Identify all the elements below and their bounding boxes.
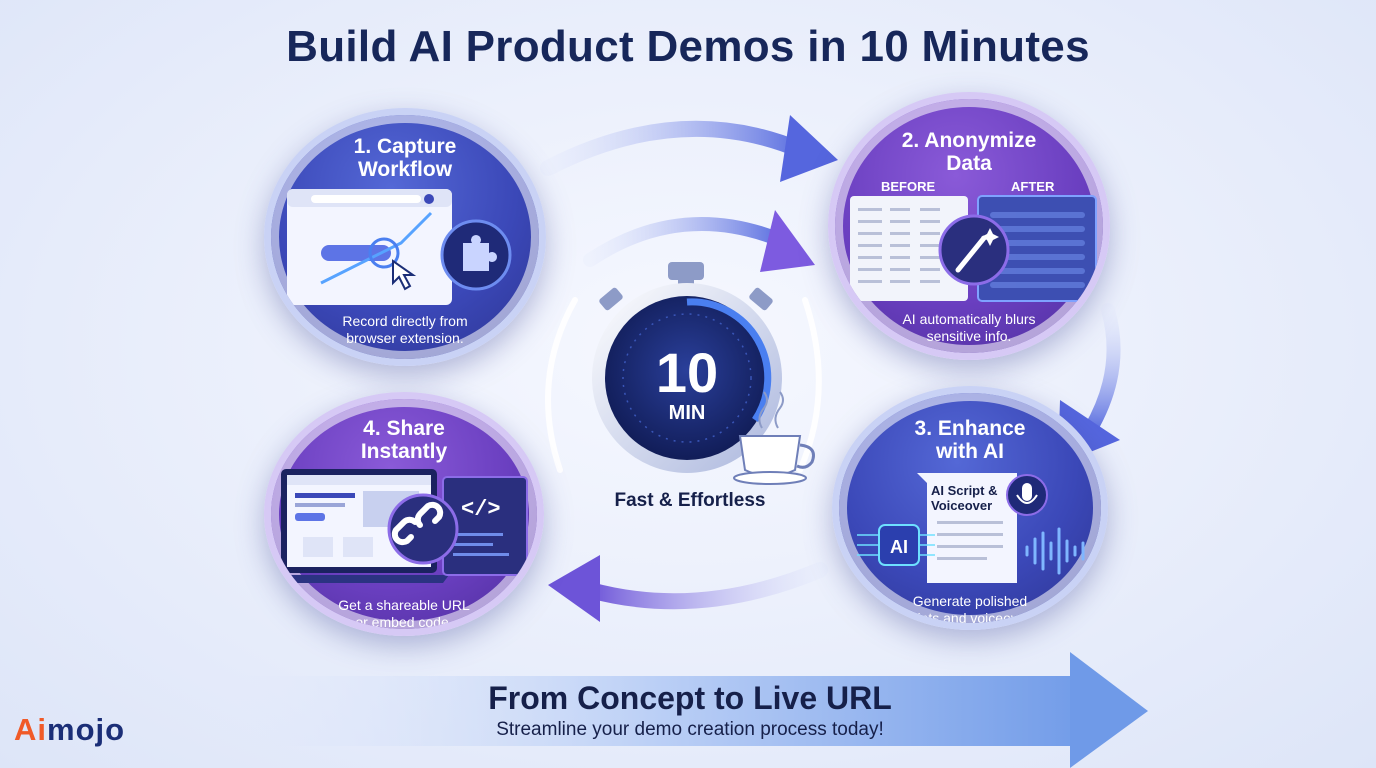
step-4-desc-line2: or embed code.: [355, 614, 453, 630]
timer-number: 10: [655, 341, 719, 404]
step-2-desc-line1: AI automatically blurs: [902, 311, 1036, 327]
step-4-title-line1: 4. Share: [363, 417, 445, 440]
coffee-cup-icon: [733, 391, 815, 485]
step-1-desc-line2: browser extension.: [346, 330, 464, 346]
step-1-title-line1: 1. Capture: [353, 135, 457, 158]
arrow-inner-left: [545, 297, 578, 473]
script-label-line1: AI Script &: [931, 483, 998, 498]
step-2-anonymize-data: 2. Anonymize Data BEFORE AFTER AI automa…: [828, 92, 1110, 360]
banner-title: From Concept to Live URL: [488, 680, 892, 716]
before-label: BEFORE: [881, 179, 936, 194]
script-label-line2: Voiceover: [931, 498, 993, 513]
step-2-title-line1: 2. Anonymize: [901, 129, 1037, 152]
arrow-inner-right: [797, 297, 822, 473]
step-3-enhance-with-ai: 3. Enhance with AI AI Script & Voiceover…: [832, 386, 1108, 630]
aimojo-logo: Aimojo: [14, 712, 125, 748]
step-2-desc-line2: sensitive info.: [926, 328, 1012, 344]
banner-arrow: [200, 652, 1148, 768]
data-table-before-after: [850, 195, 1097, 302]
step-1-desc-line1: Record directly from: [342, 313, 468, 329]
step-3-desc-line1: Generate polished: [912, 593, 1028, 609]
puzzle-piece-icon: [463, 235, 497, 271]
laptop-share-graphic: </>: [271, 469, 528, 583]
banner-subtitle: Streamline your demo creation process to…: [496, 719, 884, 740]
step-2-title-line2: Data: [946, 152, 992, 175]
step-4-share-instantly: 4. Share Instantly </> Get a shareable U…: [264, 392, 544, 636]
logo-part2: i: [37, 712, 48, 747]
magic-wand-icon: [955, 235, 987, 273]
arrow-step3-to-step4: [548, 555, 828, 622]
link-icon: [391, 501, 444, 546]
timer-unit: MIN: [668, 402, 706, 424]
step-3-title-line1: 3. Enhance: [914, 417, 1026, 440]
arrow-inner-top: [583, 210, 815, 272]
step-1-capture-workflow: 1. Capture Workflow Record directly from…: [264, 108, 546, 366]
logo-part3: mojo: [47, 712, 126, 747]
browser-window-icon: [287, 189, 512, 305]
ai-script-voiceover-graphic: [857, 473, 1085, 583]
step-3-title-line2: with AI: [935, 440, 1005, 463]
stopwatch-icon: [592, 262, 782, 473]
step-4-desc-line1: Get a shareable URL: [338, 597, 470, 613]
code-icon: </>: [461, 497, 501, 522]
arrow-step1-to-step2: [540, 115, 838, 182]
step-3-desc-line2: scripts and voiceovers.: [898, 610, 1042, 626]
timer-caption: Fast & Effortless: [614, 490, 766, 511]
step-4-title-line2: Instantly: [360, 440, 448, 463]
page-title: Build AI Product Demos in 10 Minutes: [286, 22, 1090, 71]
ai-chip-label: AI: [890, 537, 908, 557]
logo-part1: A: [14, 712, 38, 747]
step-1-title-line2: Workflow: [357, 158, 453, 181]
after-label: AFTER: [1011, 179, 1055, 194]
microphone-icon: [1022, 483, 1032, 501]
